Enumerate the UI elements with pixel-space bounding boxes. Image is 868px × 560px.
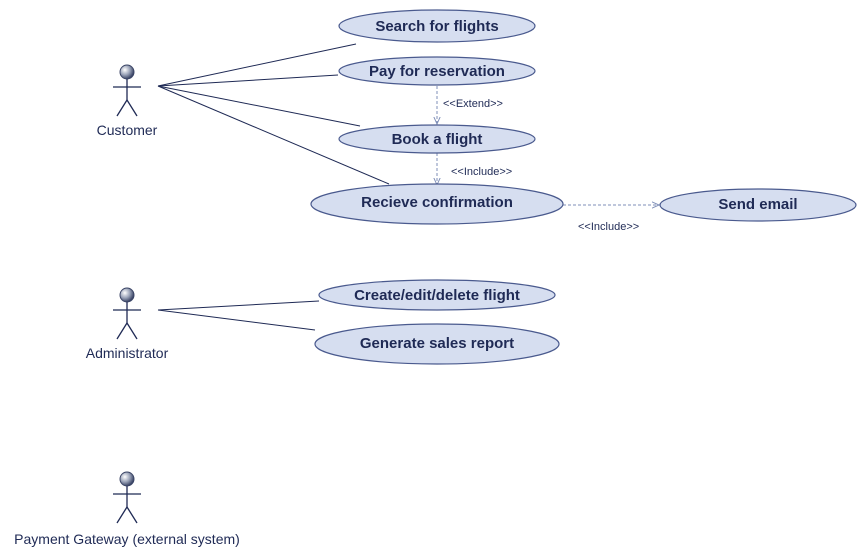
actor-label: Customer: [97, 122, 158, 138]
assoc-customer-pay: [157, 74, 339, 87]
use-case-sales-report[interactable]: Generate sales report: [314, 323, 560, 365]
actor-label: Payment Gateway (external system): [14, 531, 240, 547]
use-case-send-email[interactable]: Send email: [659, 188, 857, 222]
assoc-customer-search: [157, 43, 357, 87]
use-case-label: Pay for reservation: [369, 63, 505, 80]
actor-head-icon: [119, 287, 135, 303]
use-case-pay-reservation[interactable]: Pay for reservation: [338, 56, 536, 86]
extend-label: <<Extend>>: [443, 98, 503, 110]
actor-head-icon: [119, 471, 135, 487]
use-case-create-edit-delete[interactable]: Create/edit/delete flight: [318, 279, 556, 311]
assoc-admin-create: [157, 300, 320, 311]
include-label-confirmation: <<Include>>: [451, 166, 512, 178]
use-case-label: Recieve confirmation: [361, 194, 513, 211]
use-case-book-flight[interactable]: Book a flight: [338, 124, 536, 154]
include-label-email: <<Include>>: [578, 221, 639, 233]
actor-head-icon: [119, 64, 135, 80]
actor-label: Administrator: [86, 345, 169, 361]
actor-administrator[interactable]: Administrator: [86, 287, 169, 361]
use-case-label: Send email: [718, 196, 797, 213]
use-case-receive-confirmation[interactable]: Recieve confirmation: [310, 183, 564, 225]
use-case-search-flights[interactable]: Search for flights: [338, 9, 536, 43]
actor-customer[interactable]: Customer: [97, 64, 158, 138]
use-case-label: Create/edit/delete flight: [354, 287, 520, 304]
use-case-label: Generate sales report: [360, 335, 514, 352]
assoc-customer-book: [157, 85, 361, 127]
actor-payment-gateway[interactable]: Payment Gateway (external system): [14, 471, 240, 547]
use-case-label: Search for flights: [375, 18, 498, 35]
assoc-admin-report: [157, 309, 316, 331]
use-case-label: Book a flight: [392, 131, 483, 148]
assoc-customer-confirmation: [157, 85, 390, 185]
